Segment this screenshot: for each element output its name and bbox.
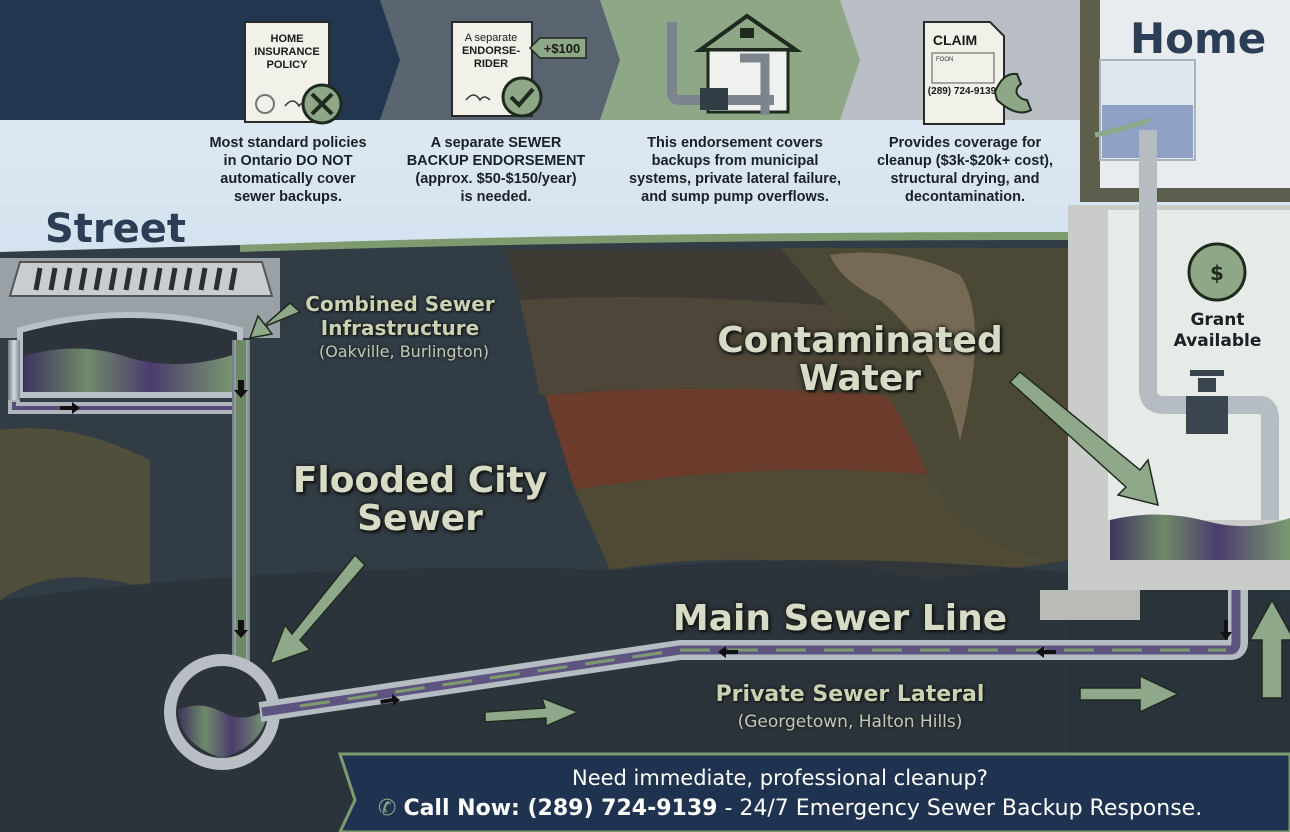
price-tag-icon: +$100 xyxy=(528,37,587,59)
step-3-line-4: and sump pump overflows. xyxy=(641,189,829,205)
contaminated-water-line-1: Contaminated xyxy=(717,320,1003,361)
home-title: Home xyxy=(1130,14,1267,63)
grant-label: Grant Available xyxy=(1160,310,1275,352)
soil-layer-rust xyxy=(545,388,930,490)
grant-dollar-glyph: $ xyxy=(1210,261,1224,285)
step-1-line-1: Most standard policies xyxy=(209,135,367,151)
lateral-pipe-sewage xyxy=(261,565,1241,717)
combined-sewer-line-1: Combined Sewer xyxy=(305,292,495,316)
policy-doc-line-3: POLICY xyxy=(267,59,309,71)
arrow-up xyxy=(1248,598,1290,699)
private-lateral-sublabel: (Georgetown, Halton Hills) xyxy=(737,712,963,732)
step-3-text: This endorsement covers backups from mun… xyxy=(615,134,855,206)
policy-doc-line-1: HOME xyxy=(271,33,304,45)
claim-doc-field: FOON xyxy=(936,57,953,63)
claim-doc-title: CLAIM xyxy=(933,32,977,48)
claim-doc-phone: (289) 724-9139 xyxy=(928,86,997,97)
step-3-line-3: systems, private lateral failure, xyxy=(629,171,841,187)
step-1-line-4: sewer backups. xyxy=(234,189,342,205)
phone-icon xyxy=(993,72,1033,114)
footing xyxy=(1040,590,1140,620)
small-flow-arrows xyxy=(60,380,1232,706)
step-2-text: A separate SEWER BACKUP ENDORSEMENT (app… xyxy=(391,134,601,206)
basin-outlet-pipe-left xyxy=(8,340,20,410)
endorsement-doc-line-1: A separate xyxy=(465,32,518,44)
step-4-line-4: decontamination. xyxy=(904,189,1026,205)
grant-line-1: Grant xyxy=(1190,310,1245,330)
flooded-city-sewer-line-1: Flooded City xyxy=(292,460,548,501)
basin-left-elbow-sewage xyxy=(12,402,236,410)
step-4-text: Provides coverage for cleanup ($3k-$20k+… xyxy=(850,134,1080,206)
arrow-to-basin xyxy=(248,301,302,339)
policy-doc-line-2: INSURANCE xyxy=(254,46,319,58)
shutoff-valve-icon xyxy=(1186,370,1228,434)
private-lateral-label: Private Sewer Lateral xyxy=(715,682,985,707)
endorsement-doc-line-3: RIDER xyxy=(474,58,508,70)
step-4-line-2: cleanup ($3k-$20k+ cost), xyxy=(876,153,1054,169)
step-4-line-1: Provides coverage for xyxy=(888,135,1042,151)
x-mark-icon xyxy=(301,83,343,125)
check-mark-icon xyxy=(501,76,543,118)
city-sewer-sewage xyxy=(178,705,268,758)
drop-pipe-sewage xyxy=(236,340,246,670)
call-rest-text: - 24/7 Emergency Sewer Backup Response. xyxy=(717,796,1203,821)
step-4-line-3: structural drying, and xyxy=(890,171,1040,187)
arrow-to-city-sewer xyxy=(268,553,367,666)
step-3-line-1: This endorsement covers xyxy=(647,135,823,151)
soil-tan-left xyxy=(0,428,150,600)
street-title: Street xyxy=(45,206,187,252)
combined-sewer-label: Combined Sewer Infrastructure xyxy=(290,292,510,340)
policy-document-icon: HOME INSURANCE POLICY xyxy=(244,21,330,123)
house-plumbing-icon xyxy=(667,13,803,115)
basement-flood-water xyxy=(1110,514,1290,560)
step-3-line-2: backups from municipal xyxy=(651,153,819,169)
soil-right-olive xyxy=(780,248,1070,560)
step-2-line-4: is needed. xyxy=(460,189,532,205)
grass-line xyxy=(240,232,1070,252)
arrow-lateral-right-2 xyxy=(1079,674,1180,714)
arrow-lateral-right-1 xyxy=(484,696,580,728)
soil-layer-brown xyxy=(520,297,930,400)
grant-line-2: Available xyxy=(1173,331,1262,351)
step-2-line-3: (approx. $50-$150/year) xyxy=(415,171,577,187)
flow-arrows xyxy=(248,301,1290,728)
step-1-text: Most standard policies in Ontario DO NOT… xyxy=(183,134,393,206)
sewage-plume xyxy=(830,252,975,440)
contaminated-water-line-2: Water xyxy=(798,358,922,399)
main-sewer-line-label: Main Sewer Line xyxy=(672,598,1008,639)
house-drain-tube xyxy=(1094,117,1151,138)
endorsement-doc-line-2: ENDORSE- xyxy=(462,45,520,57)
footer-line-2: ✆ Call Now: (289) 724-9139 - 24/7 Emerge… xyxy=(378,796,1202,821)
phone-glyph-icon: ✆ xyxy=(378,796,397,821)
flooded-city-sewer-line-2: Sewer xyxy=(357,498,483,539)
call-now-link[interactable]: Call Now: (289) 724-9139 xyxy=(403,796,718,821)
step-2-line-1: A separate SEWER xyxy=(430,135,562,151)
grate-slots xyxy=(33,267,238,291)
step-1-line-3: automatically cover xyxy=(220,171,356,187)
catch-basin-sewage xyxy=(24,348,236,392)
step-2-line-2: BACKUP ENDORSEMENT xyxy=(406,153,586,169)
contaminated-water-label: Contaminated Water xyxy=(700,322,1020,398)
grant-dollar-icon xyxy=(1187,242,1247,302)
combined-sewer-line-2: Infrastructure xyxy=(320,316,480,340)
step-1-line-2: in Ontario DO NOT xyxy=(223,153,353,169)
flooded-city-sewer-label: Flooded City Sewer xyxy=(270,462,570,538)
house-beam xyxy=(1080,188,1290,202)
footer-line-1: Need immediate, professional cleanup? xyxy=(572,766,988,790)
combined-sewer-sublabel: (Oakville, Burlington) xyxy=(318,342,490,361)
arrow-to-basement xyxy=(1008,370,1159,507)
price-tag-label: +$100 xyxy=(544,41,581,56)
